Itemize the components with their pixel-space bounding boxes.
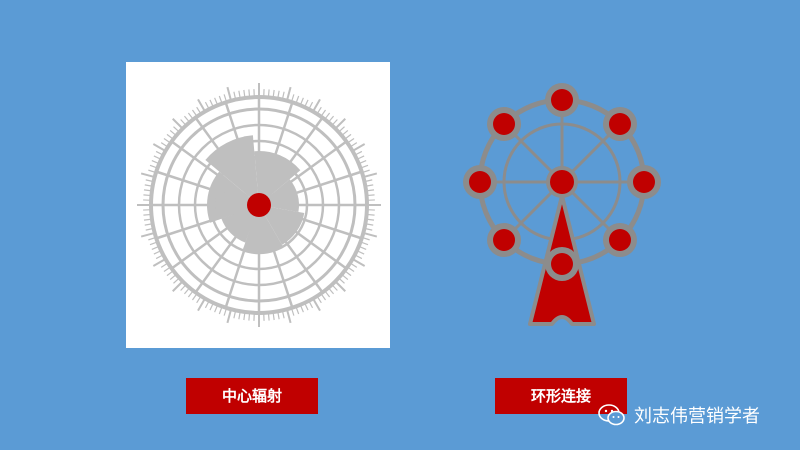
ring-diagram-panel [452, 72, 672, 340]
hub-sector [215, 189, 259, 221]
tick-mark [172, 280, 184, 292]
tick-mark [334, 280, 346, 292]
tick-mark [197, 298, 206, 312]
tick-mark [285, 309, 292, 324]
hub-sector [254, 151, 301, 205]
wheel-hub [550, 170, 574, 194]
hub-sector [259, 205, 305, 245]
hub-center [247, 193, 271, 217]
wechat-icon [598, 404, 625, 426]
radial-label: 中心辐射 [186, 378, 318, 414]
radial-diagram-panel [126, 62, 390, 348]
ring-label: 环形连接 [495, 378, 627, 414]
cabin [469, 171, 491, 193]
ring-diagram [463, 83, 661, 326]
tick-mark [285, 86, 292, 101]
cabin [608, 113, 631, 136]
tick-mark [197, 98, 206, 112]
tick-mark [312, 298, 321, 312]
tick-mark [226, 86, 233, 101]
tick-mark [352, 143, 366, 152]
tick-mark [363, 172, 378, 179]
cabin [493, 113, 516, 136]
tick-mark [352, 258, 366, 267]
hub-sector [205, 135, 259, 205]
hub-sector [242, 205, 283, 254]
tick-mark [140, 172, 155, 179]
tick-mark [140, 231, 155, 238]
tick-mark [363, 231, 378, 238]
radial-diagram [137, 83, 381, 327]
tick-mark [152, 143, 166, 152]
watermark-text: 刘志伟营销学者 [634, 406, 760, 427]
watermark: 刘志伟营销学者 [598, 402, 760, 428]
cabin [493, 228, 516, 251]
cabin [551, 89, 573, 111]
cabin [608, 228, 631, 251]
tick-mark [152, 258, 166, 267]
cabin [551, 253, 573, 275]
cabin [633, 171, 655, 193]
tick-mark [226, 309, 233, 324]
tick-mark [312, 98, 321, 112]
hub-sector [221, 205, 259, 243]
tick-mark [172, 118, 184, 130]
tick-mark [334, 118, 346, 130]
